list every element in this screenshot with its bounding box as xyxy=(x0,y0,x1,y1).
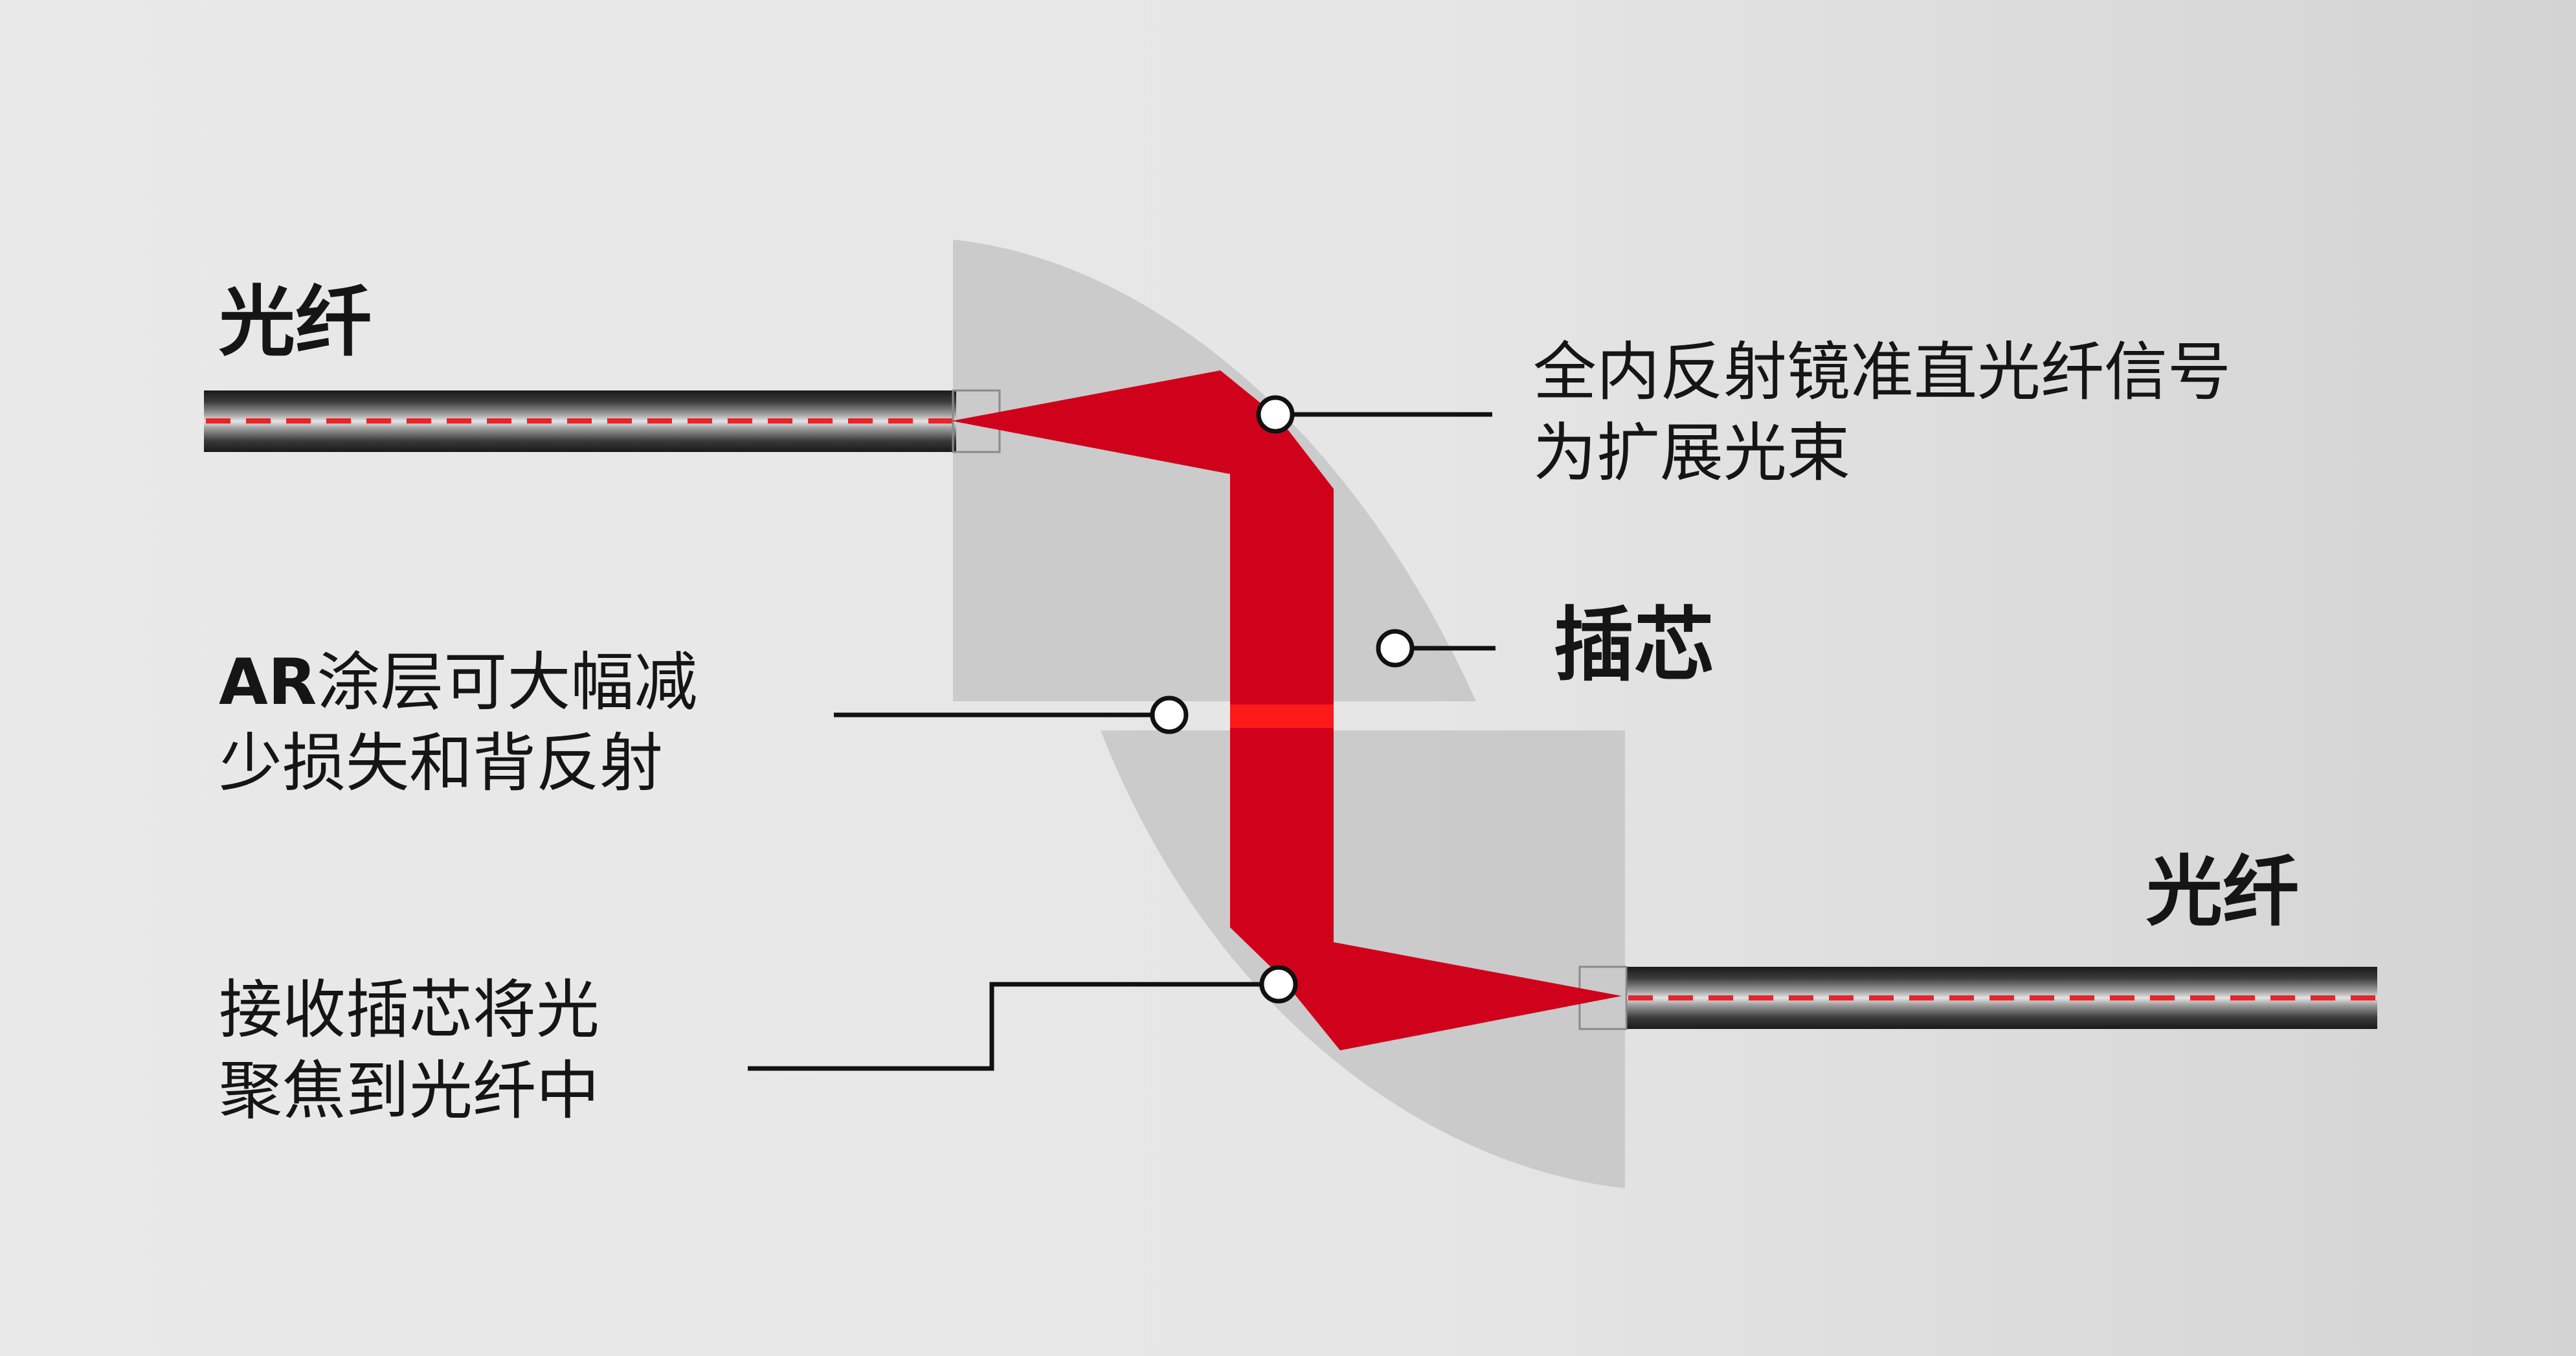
callout-tir-mirror xyxy=(1256,395,1492,434)
callout-circle-icon xyxy=(1259,965,1298,1004)
callout-circle-icon xyxy=(1376,629,1415,668)
callout-ferrule xyxy=(1376,629,1495,668)
ar-prefix: AR xyxy=(219,646,317,719)
ar-coating-description-line2: 少损失和背反射 xyxy=(219,727,664,801)
ar-coating-interface-glow xyxy=(1230,705,1334,728)
fiber-label-right: 光纤 xyxy=(2146,847,2300,936)
ar-coating-description-line1: AR涂层可大幅减 xyxy=(219,642,697,723)
callout-circle-icon xyxy=(1256,395,1295,434)
callout-receive-ferrule xyxy=(748,965,1298,1071)
ar-coating-description-line1-rest: 涂层可大幅减 xyxy=(317,646,698,719)
tir-mirror-description-line2: 为扩展光束 xyxy=(1533,416,1851,491)
tir-mirror-description: 全内反射镜准直光纤信号 为扩展光束 xyxy=(1533,332,2231,495)
receive-ferrule-description-line1: 接收插芯将光 xyxy=(219,973,600,1047)
receive-ferrule-description: 接收插芯将光 聚焦到光纤中 xyxy=(219,970,599,1133)
right-fiber xyxy=(1578,966,2377,1030)
fiber-label-left: 光纤 xyxy=(219,277,372,367)
ferrule-label: 插芯 xyxy=(1554,599,1715,692)
tir-mirror-description-line1: 全内反射镜准直光纤信号 xyxy=(1533,335,2232,409)
callout-circle-icon xyxy=(1150,695,1189,734)
callout-ar-coating xyxy=(834,695,1189,734)
left-fiber xyxy=(204,389,1001,453)
ar-coating-description: AR涂层可大幅减 少损失和背反射 xyxy=(219,642,697,805)
receive-ferrule-description-line2: 聚焦到光纤中 xyxy=(219,1054,600,1129)
